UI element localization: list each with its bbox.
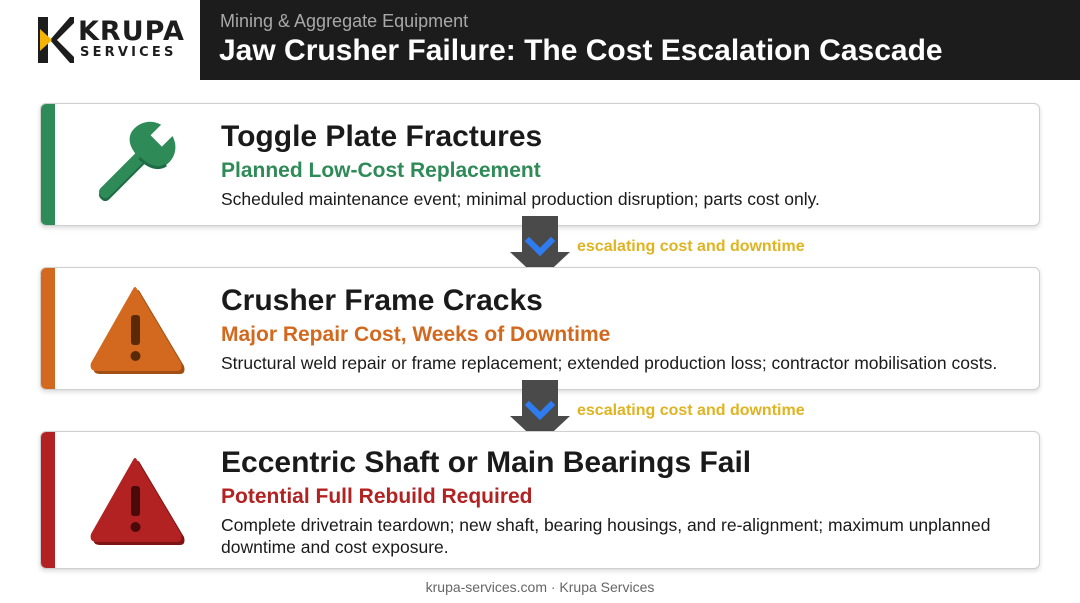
failure-card-shaft-bearings: Eccentric Shaft or Main Bearings Fail Po… <box>40 431 1040 569</box>
card-title: Eccentric Shaft or Main Bearings Fail <box>221 446 752 479</box>
failure-card-toggle-plate: Toggle Plate Fractures Planned Low-Cost … <box>40 103 1040 226</box>
connector-label: escalating cost and downtime <box>577 238 805 255</box>
failure-card-frame-cracks: Crusher Frame Cracks Major Repair Cost, … <box>40 267 1040 390</box>
severity-stripe-red <box>41 432 55 568</box>
title-bar: Mining & Aggregate Equipment Jaw Crusher… <box>200 0 1080 80</box>
card-subtitle: Planned Low-Cost Replacement <box>221 159 541 182</box>
arrow-down-icon <box>510 216 570 280</box>
card-subtitle: Potential Full Rebuild Required <box>221 485 533 508</box>
page-supertitle: Mining & Aggregate Equipment <box>220 11 469 31</box>
brand-subname: SERVICES <box>80 45 177 60</box>
warning-icon <box>90 287 185 374</box>
wrench-icon <box>98 121 177 202</box>
arrow-down-icon <box>510 380 570 444</box>
severity-stripe-orange <box>41 268 55 389</box>
card-description: Complete drivetrain teardown; new shaft,… <box>221 515 991 558</box>
krupa-logo-icon <box>38 17 74 63</box>
brand-name: KRUPA <box>78 16 185 47</box>
connector-label: escalating cost and downtime <box>577 402 805 419</box>
card-description: Scheduled maintenance event; minimal pro… <box>221 189 820 209</box>
severity-stripe-green <box>41 104 55 225</box>
card-subtitle: Major Repair Cost, Weeks of Downtime <box>221 323 611 346</box>
card-title: Crusher Frame Cracks <box>221 284 543 317</box>
warning-icon <box>90 458 185 545</box>
footer-credit: krupa-services.com · Krupa Services <box>425 579 655 595</box>
card-description: Structural weld repair or frame replacem… <box>221 353 998 373</box>
brand-logo: KRUPA SERVICES <box>0 0 200 80</box>
page-title: Jaw Crusher Failure: The Cost Escalation… <box>219 34 943 67</box>
card-title: Toggle Plate Fractures <box>221 120 543 153</box>
